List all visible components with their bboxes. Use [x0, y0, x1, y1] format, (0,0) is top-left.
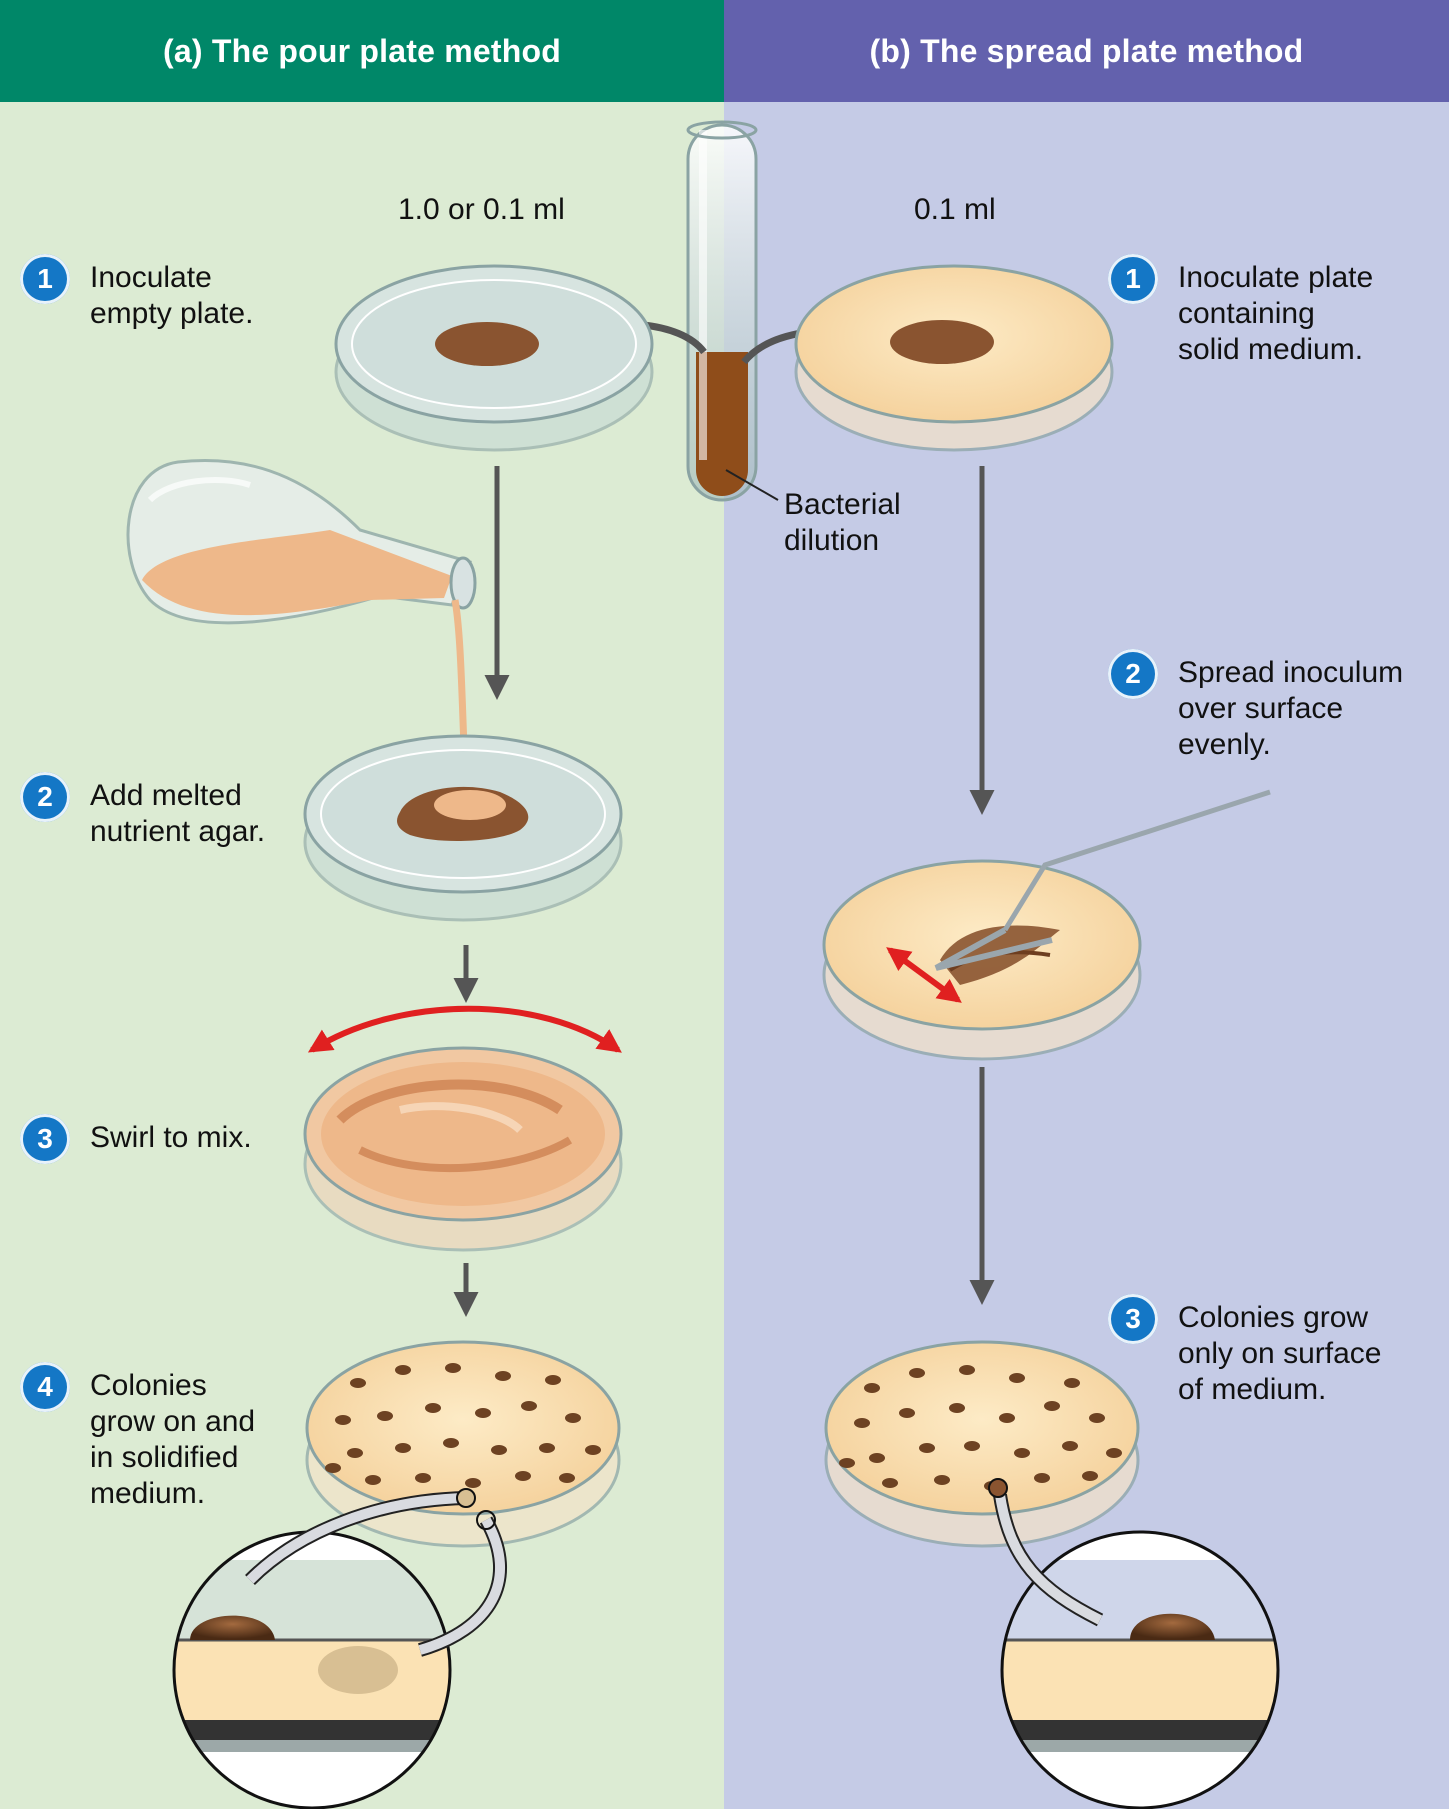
step-text: Colonies grow on and in solidified mediu… [90, 1369, 256, 1510]
colony-dots [839, 1365, 1122, 1491]
test-tube-icon [686, 120, 758, 502]
step-number-badge: 2 [20, 772, 70, 822]
colony-dot [864, 1383, 880, 1393]
colony-dot [491, 1445, 507, 1455]
petri-dish-icon [334, 264, 654, 452]
step-text: Add melted nutrient agar. [90, 779, 266, 848]
colony-dot [869, 1453, 885, 1463]
pour-step-2: 2 Add melted nutrient agar. [20, 772, 266, 850]
colony-dot [909, 1368, 925, 1378]
colony-dot [1062, 1441, 1078, 1451]
colony-dot [1014, 1448, 1030, 1458]
colony-dot [1089, 1413, 1105, 1423]
colony-dot [445, 1363, 461, 1373]
step-number-badge: 1 [1108, 254, 1158, 304]
step-text: Swirl to mix. [90, 1121, 252, 1154]
spread-step-2: 2 Spread inoculum over surface evenly. [1108, 649, 1404, 763]
step-text: Spread inoculum over surface evenly. [1178, 656, 1404, 761]
colony-dot [425, 1403, 441, 1413]
magnifier-icon [172, 1488, 507, 1809]
magnifier-icon [988, 1478, 1280, 1809]
flask-icon [126, 458, 477, 625]
petri-dish-icon [822, 859, 1142, 1061]
colony-dot [854, 1418, 870, 1428]
petri-dish-icon [794, 264, 1114, 452]
colony-dot [347, 1448, 363, 1458]
spread-step-3: 3 Colonies grow only on surface of mediu… [1108, 1294, 1382, 1408]
pour-volume-label: 1.0 or 0.1 ml [398, 193, 565, 226]
spread-volume-label: 0.1 ml [914, 193, 996, 226]
step-text: Colonies grow only on surface of medium. [1178, 1301, 1382, 1406]
colony-dot [415, 1473, 431, 1483]
pour-step-3: 3 Swirl to mix. [20, 1114, 252, 1164]
colony-dot [1106, 1448, 1122, 1458]
colony-dot [899, 1408, 915, 1418]
colony-dot [919, 1443, 935, 1453]
tube-leader-line [725, 469, 779, 501]
colony-dot [1064, 1378, 1080, 1388]
colony-dot [365, 1475, 381, 1485]
colony-dot [395, 1365, 411, 1375]
colony-dot [1082, 1471, 1098, 1481]
petri-dish-icon [303, 734, 623, 922]
spread-plate-header: (b) The spread plate method [724, 0, 1449, 102]
colony-dot [377, 1411, 393, 1421]
colony-dot [515, 1471, 531, 1481]
swirl-arrow [307, 1005, 622, 1053]
colony-dot [949, 1403, 965, 1413]
step-number-badge: 3 [1108, 1294, 1158, 1344]
colony-dot [350, 1378, 366, 1388]
colony-dot [495, 1371, 511, 1381]
colony-dot [839, 1458, 855, 1468]
colony-dot [539, 1443, 555, 1453]
petri-dish-icon [303, 1046, 623, 1252]
colony-dots [325, 1363, 601, 1488]
colony-dot [465, 1478, 481, 1488]
colony-dot [1034, 1473, 1050, 1483]
spread-arrow [886, 947, 962, 1003]
colony-dot [325, 1463, 341, 1473]
colony-dot [335, 1415, 351, 1425]
step-number-badge: 1 [20, 254, 70, 304]
colony-dot [443, 1438, 459, 1448]
pour-step-4: 4 Colonies grow on and in solidified med… [20, 1362, 256, 1512]
pour-step-1: 1 Inoculate empty plate. [20, 254, 254, 332]
colony-dot [1044, 1401, 1060, 1411]
colony-dot [882, 1478, 898, 1488]
colony-dot [999, 1413, 1015, 1423]
step-number-badge: 4 [20, 1362, 70, 1412]
petri-dish-icon [824, 1340, 1140, 1548]
step-text: Inoculate plate containing solid medium. [1178, 261, 1374, 366]
colony-dot [475, 1408, 491, 1418]
spread-step-1: 1 Inoculate plate containing solid mediu… [1108, 254, 1374, 368]
step-text: Inoculate empty plate. [90, 261, 254, 330]
colony-dot [565, 1413, 581, 1423]
colony-dot [395, 1443, 411, 1453]
step-number-badge: 3 [20, 1114, 70, 1164]
colony-dot [1009, 1373, 1025, 1383]
colony-dot [934, 1475, 950, 1485]
tube-label: Bacterial dilution [784, 488, 901, 557]
pour-plate-header: (a) The pour plate method [0, 0, 724, 102]
step-number-badge: 2 [1108, 649, 1158, 699]
colony-dot [585, 1445, 601, 1455]
colony-dot [559, 1473, 575, 1483]
colony-dot [545, 1375, 561, 1385]
colony-dot [964, 1441, 980, 1451]
colony-dot [959, 1365, 975, 1375]
colony-dot [521, 1401, 537, 1411]
